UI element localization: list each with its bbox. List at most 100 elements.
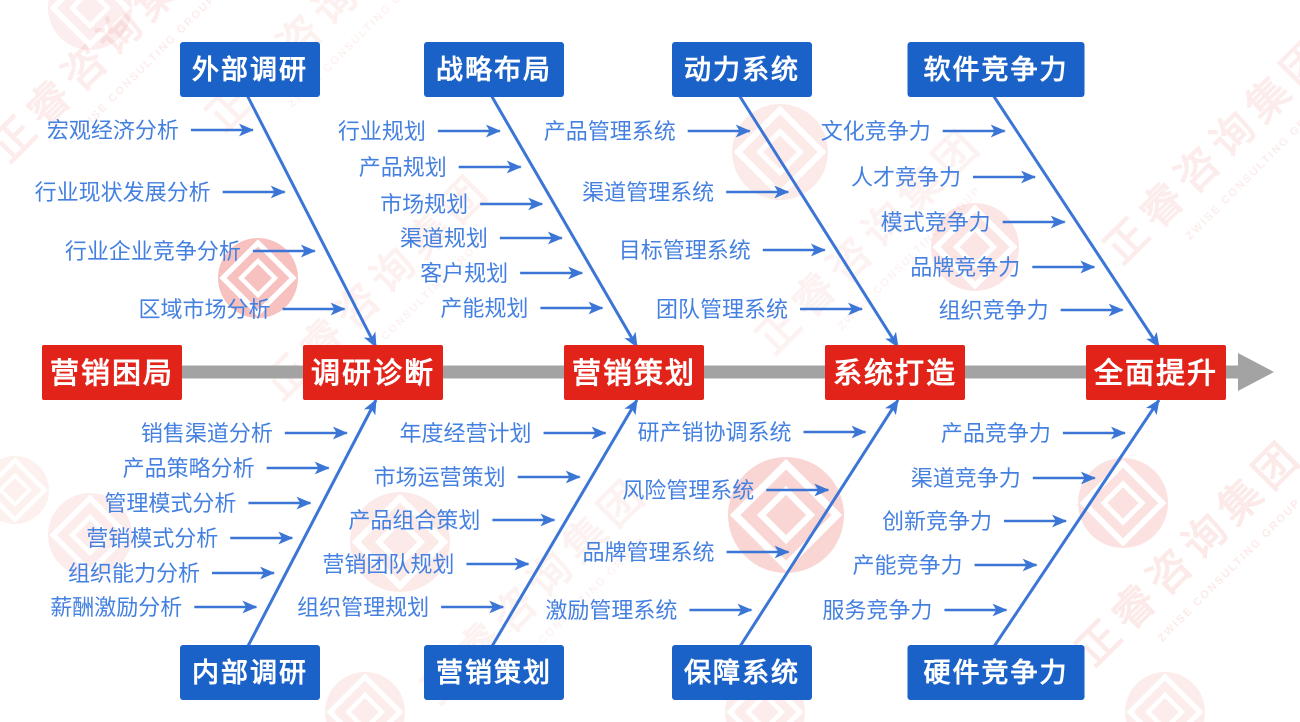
- top-category-1: 战略布局: [424, 42, 564, 97]
- top-group-3-item-3-label: 品牌竞争力: [910, 255, 1020, 280]
- spine-stage-2: 营销策划: [564, 345, 704, 400]
- bottom-group-0-item-0-label: 销售渠道分析: [141, 421, 273, 446]
- bottom-group-3-item-0-label: 产品竞争力: [941, 421, 1051, 446]
- top-group-1-item-2-label: 市场规划: [380, 192, 468, 217]
- bottom-group-0-item-4-label: 组织能力分析: [68, 561, 200, 586]
- bottom-group-1-item-2-label: 产品组合策划: [348, 508, 480, 533]
- bottom-group-3-item-4-label: 服务竞争力: [822, 598, 932, 623]
- watermark-logo-icon: [931, 203, 1019, 291]
- spine-stage-3-label: 系统打造: [833, 356, 957, 390]
- bottom-category-1-label: 营销策划: [436, 657, 552, 688]
- spine-stage-0: 营销困局: [42, 345, 182, 400]
- top-category-2: 动力系统: [672, 42, 812, 97]
- bottom-category-3: 硬件竞争力: [907, 645, 1085, 700]
- spine-stage-4-box: [1086, 345, 1226, 400]
- top-group-0-item-1-label: 行业现状发展分析: [35, 180, 211, 205]
- bottom-group-2-item-3-label: 激励管理系统: [545, 598, 677, 623]
- top-group-3-item-2-label: 模式竞争力: [881, 210, 991, 235]
- bottom-group-1-item-4-label: 组织管理规划: [297, 595, 429, 620]
- top-category-1-box: [424, 42, 564, 97]
- watermark-logo-icon: [728, 457, 844, 573]
- bottom-group-0-item-5-label: 薪酬激励分析: [50, 595, 182, 620]
- spine-stage-2-box: [564, 345, 704, 400]
- spine-stage-1-label: 调研诊断: [311, 357, 435, 390]
- bottom-group-3-item-1-label: 渠道竞争力: [911, 466, 1021, 491]
- bottom-group-0-bone-line: [245, 399, 378, 649]
- bottom-category-0-box: [180, 645, 320, 700]
- spine-stage-3: 系统打造: [825, 345, 965, 400]
- bottom-group-3-item-3-label: 产能竞争力: [853, 553, 963, 578]
- top-group-3-item-1-label: 人才竞争力: [851, 165, 961, 190]
- bottom-group-0-item-2-label: 管理模式分析: [104, 491, 236, 516]
- spine-stage-4: 全面提升: [1086, 345, 1226, 400]
- spine-stage-3-box: [825, 345, 965, 400]
- top-category-3-label: 软件竞争力: [924, 54, 1069, 85]
- top-category-3: 软件竞争力: [907, 42, 1085, 97]
- bottom-group-0-item-1-label: 产品策略分析: [123, 456, 255, 481]
- top-group-1-item-1-label: 产品规划: [359, 155, 447, 180]
- top-group-2-bone-line: [737, 94, 900, 348]
- bottom-group-1-item-0-label: 年度经营计划: [400, 421, 532, 446]
- watermark-logo-icon: [218, 238, 298, 318]
- watermark-logo-icon: [1078, 458, 1168, 548]
- watermark-logo-icon: [48, 0, 132, 50]
- top-group-2-item-2-label: 目标管理系统: [619, 238, 751, 263]
- top-category-0: 外部调研: [180, 42, 320, 97]
- watermark-logo-icon: [48, 493, 132, 577]
- top-group-0-item-2-label: 行业企业竞争分析: [65, 239, 241, 264]
- watermark-logo-icon: [1125, 672, 1205, 722]
- top-group-1-item-4-label: 客户规划: [420, 261, 508, 286]
- top-group-0-item-0-label: 宏观经济分析: [47, 118, 179, 143]
- spine-stage-1-box: [303, 345, 443, 400]
- watermark-logo-icon: [350, 492, 450, 592]
- bottom-group-3-item-2-label: 创新竞争力: [882, 509, 992, 534]
- top-category-3-box: [907, 42, 1085, 97]
- bottom-group-1-item-1-label: 市场运营策划: [374, 465, 506, 490]
- spine-stage-4-label: 全面提升: [1093, 356, 1218, 390]
- top-group-1-bone-line: [489, 94, 639, 348]
- bottom-category-2-label: 保障系统: [683, 657, 800, 688]
- top-category-1-label: 战略布局: [436, 54, 552, 85]
- spine-stage-0-box: [42, 345, 182, 400]
- bottom-category-1-box: [424, 645, 564, 700]
- bottom-category-0-label: 内部调研: [192, 657, 308, 688]
- bottom-category-0: 内部调研: [180, 645, 320, 700]
- top-group-3-bone-line: [991, 94, 1161, 348]
- top-group-0-item-3-label: 区域市场分析: [139, 297, 271, 322]
- bottom-group-2-item-0-label: 研产销协调系统: [637, 420, 791, 445]
- top-group-0-bone-line: [245, 94, 378, 348]
- top-group-3-item-4-label: 组织竞争力: [939, 298, 1049, 323]
- top-category-0-box: [180, 42, 320, 97]
- top-group-1-item-5-label: 产能规划: [440, 296, 528, 321]
- top-group-2-item-0-label: 产品管理系统: [544, 119, 676, 144]
- bottom-category-1: 营销策划: [424, 645, 564, 700]
- bottom-category-3-box: [907, 645, 1085, 700]
- top-group-2-item-1-label: 渠道管理系统: [582, 180, 714, 205]
- spine-arrowhead-icon: [1238, 353, 1274, 391]
- top-category-0-label: 外部调研: [192, 54, 308, 85]
- spine-stage-1: 调研诊断: [303, 345, 443, 400]
- bottom-category-2-box: [672, 645, 812, 700]
- top-group-2-item-3-label: 团队管理系统: [656, 297, 788, 322]
- top-group-1-item-3-label: 渠道规划: [400, 226, 488, 251]
- bottom-group-2-item-1-label: 风险管理系统: [622, 478, 754, 503]
- spine-stage-2-label: 营销策划: [572, 356, 696, 390]
- watermark-logo-icon: [732, 104, 828, 200]
- bottom-group-1-bone-line: [489, 399, 639, 649]
- top-category-2-box: [672, 42, 812, 97]
- spine-stage-0-label: 营销困局: [50, 357, 174, 390]
- bottom-group-3-bone-line: [991, 399, 1161, 649]
- bottom-group-1-item-3-label: 营销团队规划: [322, 552, 454, 577]
- bottom-group-0-item-3-label: 营销模式分析: [86, 526, 218, 551]
- watermark-logo-icon: [0, 456, 49, 524]
